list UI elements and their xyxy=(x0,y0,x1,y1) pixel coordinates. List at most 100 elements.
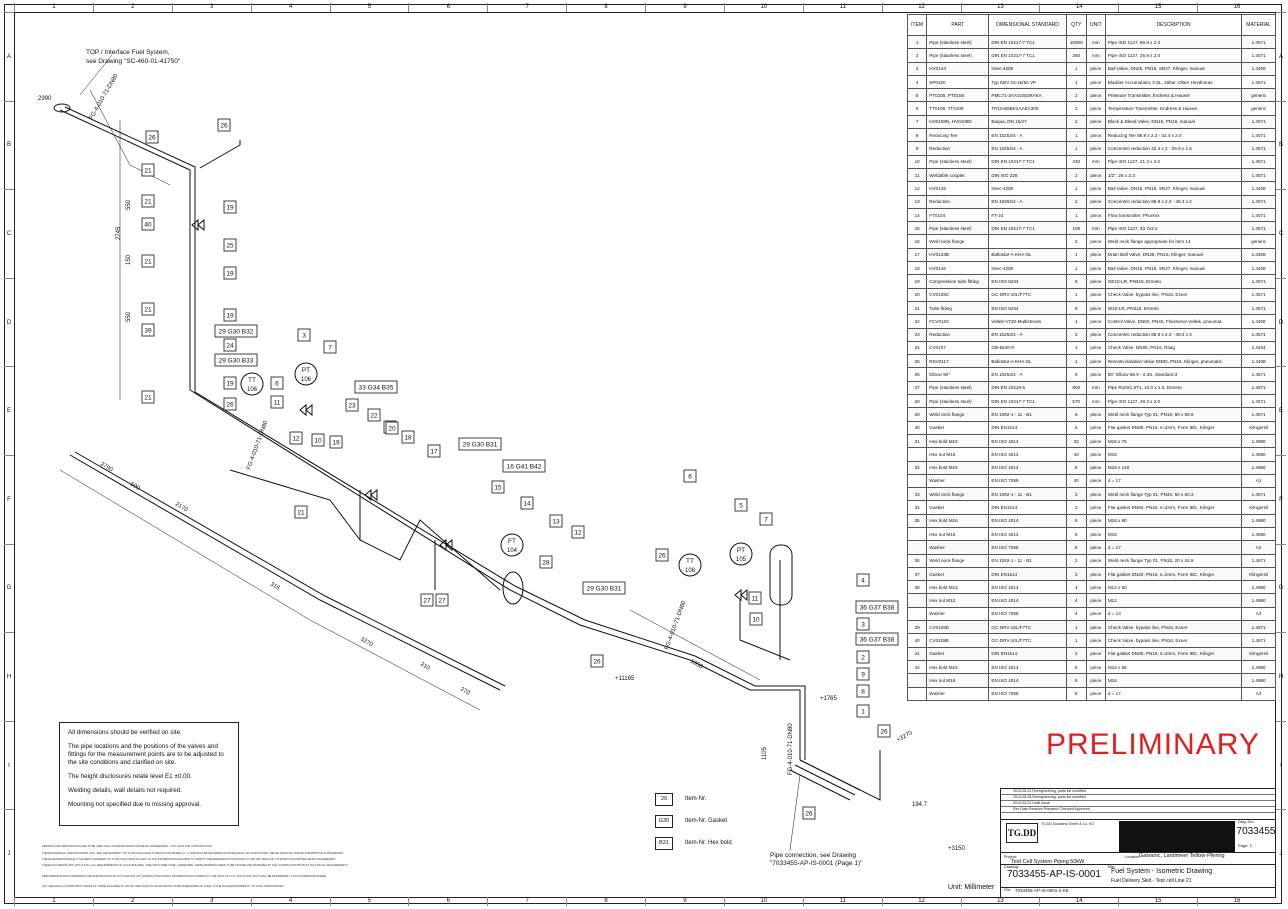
bom-cell: mm xyxy=(1085,34,1106,50)
bom-cell: 1.4980 xyxy=(1241,447,1276,462)
callout-box xyxy=(458,437,502,451)
ft-104-bubble[interactable] xyxy=(500,533,524,557)
bom-cell xyxy=(906,686,928,701)
bom-cell: EN ISO 4014 xyxy=(988,580,1067,595)
bom-cell: 1 xyxy=(1065,620,1087,635)
ruler-mark: J xyxy=(1276,809,1286,898)
ruler-mark: G xyxy=(4,543,14,633)
bom-cell: 3 xyxy=(906,61,928,76)
bom-cell: Valtek-V720-Multistream xyxy=(988,314,1067,329)
bom-cell: Ball Valve, DN25, PN16, SR27, Klinger, m… xyxy=(1104,61,1243,76)
bom-cell: 4 xyxy=(1065,580,1087,595)
bom-cell: piece xyxy=(1085,181,1106,196)
bom-cell: 8 xyxy=(1065,540,1087,555)
pipe-top-section xyxy=(59,109,191,390)
bom-cell: 1 xyxy=(1065,61,1087,76)
bom-cell: 28 xyxy=(906,394,928,409)
bom-cell: Washer xyxy=(926,606,990,622)
callout-box xyxy=(855,600,899,614)
bom-cell: Check Valve, bypass line, PN16, Exner xyxy=(1104,287,1243,302)
bom-cell: piece xyxy=(1085,633,1106,648)
callout-box xyxy=(748,591,762,605)
ruler-mark: 16 xyxy=(1197,897,1276,906)
bom-cell: piece xyxy=(1085,673,1106,688)
bom-cell: Block & Bleed Valve, DN15, PN16, manual xyxy=(1104,114,1243,130)
bom-cell: EN ISO 7089 xyxy=(988,540,1067,555)
bom-cell: 8 xyxy=(1065,673,1087,688)
bom-cell: Klingersil xyxy=(1241,420,1276,435)
revision-row: Rev Date Revision Prepared Checked Appro… xyxy=(1001,807,1275,813)
bom-cell: piece xyxy=(1085,300,1106,316)
bom-cell: Concentric reduction 88.9 x 2.3 - 48.3 x… xyxy=(1104,327,1243,342)
ruler-mark: F xyxy=(4,454,14,544)
bom-cell: 2 xyxy=(1065,327,1087,342)
bom-cell: Washer xyxy=(926,686,990,701)
bom-cell: piece xyxy=(1085,234,1106,249)
bom-cell: Pipe (stainless steel) xyxy=(926,48,990,63)
redacted-block xyxy=(1119,821,1235,853)
ruler-mark: 1 xyxy=(14,3,93,12)
bom-cell: 1.4571 xyxy=(1241,553,1276,568)
bom-cell: 1.4571 xyxy=(1241,407,1276,422)
bom-cell: EN ISO 7089 xyxy=(988,606,1067,622)
interface-note-ref: see Drawing "SC-460-01-41750" xyxy=(86,58,181,65)
bom-cell: 27 xyxy=(906,380,928,396)
bom-cell: 2 xyxy=(1065,194,1087,209)
callout-label: 11 xyxy=(752,596,759,603)
note-line: The height disclosures relate level E1 ±… xyxy=(68,773,192,780)
bom-cell: 15 xyxy=(906,221,928,236)
ruler-mark: C xyxy=(1276,189,1286,278)
bom-cell: Hex bold M16 xyxy=(926,460,990,475)
bom-cell: Pipe R10X1.5T1, 10.0 x 1.0, Ermeto xyxy=(1104,380,1243,396)
callout-label: 4 xyxy=(861,578,865,585)
revision-row: 2013-05-31 Reengineering; parts list mod… xyxy=(1001,789,1275,795)
callout-label: 36 G37 B38 xyxy=(860,637,895,644)
pt-105-bubble[interactable] xyxy=(729,542,753,566)
pt-106-bubble[interactable] xyxy=(294,362,318,386)
tt-106-bubble[interactable] xyxy=(240,372,264,396)
bom-cell: 2 xyxy=(1065,114,1087,130)
bom-cell: generic xyxy=(1241,234,1276,249)
callout-box xyxy=(655,548,669,562)
bom-cell: 39 xyxy=(906,620,928,635)
tt-top-label: TT xyxy=(248,377,256,384)
bom-cell: Intec-4208 xyxy=(988,181,1067,196)
bom-cell: Weld neck flange Typ 01, PN16, 20 x 26.9 xyxy=(1104,553,1243,568)
ruler-mark: A xyxy=(1276,12,1286,101)
bom-cell: 2 xyxy=(1065,646,1087,661)
bom-cell xyxy=(906,526,928,542)
bom-cell: HV0144 xyxy=(926,61,990,76)
callout-label: 23 xyxy=(348,403,356,410)
bom-cell: 24 xyxy=(906,340,928,356)
callout-label: 21 xyxy=(144,395,152,402)
bom-cell: TT0108, TT0109 xyxy=(926,101,990,116)
bom-cell: 90° Elbow 88.9 - 2.3S, Standard 3 xyxy=(1104,367,1243,382)
callout-box xyxy=(749,612,763,626)
bom-cell: piece xyxy=(1085,274,1106,289)
tt-108-bubble[interactable] xyxy=(678,553,702,577)
ruler-mark: 15 xyxy=(1118,3,1197,12)
bom-cell: Gasket xyxy=(926,646,990,661)
bom-cell: Flat gasket DN20, PN16, s=2mm, Form IBC,… xyxy=(1104,566,1243,582)
callout-label: 29 G30 B33 xyxy=(219,358,254,365)
bom-cell: Weld neck flange xyxy=(926,407,990,422)
revision-row: 2013-05-28 Reengineering; parts list mod… xyxy=(1001,795,1275,801)
bom-cell: 570 xyxy=(1065,394,1087,409)
bom-cell: 42 xyxy=(906,659,928,675)
bom-cell: Reducing Tee xyxy=(926,128,990,143)
bom-cell: 8 xyxy=(906,128,928,143)
bom-cell: 1.4571 xyxy=(1241,48,1276,63)
bom-cell: 18 xyxy=(906,261,928,276)
callout-box xyxy=(520,496,534,510)
callout-box xyxy=(435,593,449,607)
